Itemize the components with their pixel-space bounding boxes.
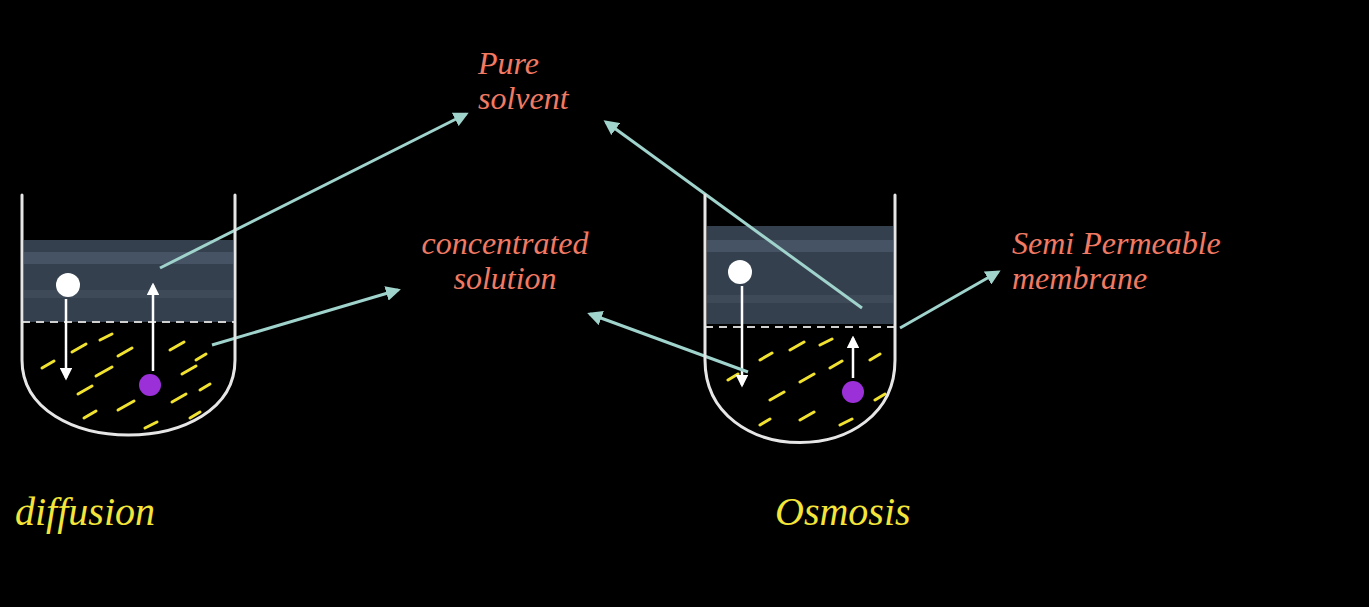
membrane-line — [22, 321, 235, 323]
leader-line — [606, 122, 862, 308]
callout-label: Semi Permeable membrane — [1012, 226, 1262, 296]
beaker: diffusion — [10, 185, 250, 565]
solvent-particle — [728, 260, 752, 284]
beaker-heading: Osmosis — [775, 490, 911, 534]
solvent-layer — [707, 226, 893, 324]
solvent-streak — [24, 252, 233, 264]
solute-particle — [139, 374, 161, 396]
leader-line — [590, 314, 748, 372]
solvent-particle — [56, 273, 80, 297]
callout-label: concentrated solution — [405, 226, 605, 296]
beaker: Osmosis — [695, 185, 970, 565]
solute-particles — [728, 339, 885, 425]
leader-line — [160, 114, 466, 268]
membrane-line — [705, 326, 895, 328]
solvent-streak — [707, 240, 893, 252]
beaker-heading: diffusion — [15, 490, 155, 534]
leader-line — [212, 290, 398, 345]
beaker-wall — [705, 195, 895, 443]
movement-arrow — [852, 338, 855, 378]
solute-particle — [842, 381, 864, 403]
movement-arrow — [152, 285, 155, 371]
callout-label: Pure solvent — [478, 46, 603, 116]
beaker-wall — [22, 195, 235, 435]
solvent-streak — [707, 295, 893, 303]
solvent-streak — [24, 290, 233, 298]
solvent-layer — [24, 240, 233, 322]
leader-line — [900, 272, 998, 328]
movement-arrow — [65, 299, 68, 378]
